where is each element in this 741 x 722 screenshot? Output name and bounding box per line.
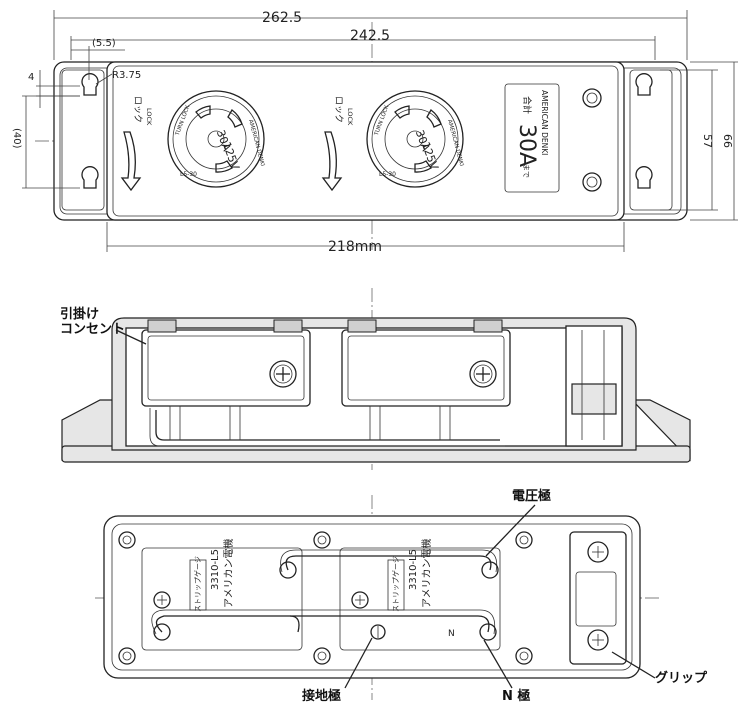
- side-receptacle-left: [141, 329, 311, 407]
- module-model: 3310-L5: [210, 549, 221, 590]
- grip: [569, 531, 627, 665]
- mounting-boss: [118, 531, 533, 665]
- dim-hole-offset: 4: [28, 72, 34, 83]
- callout-ground: 接地極: [302, 688, 341, 704]
- dim-inner-height: 57: [701, 134, 714, 148]
- dim-outer-height: 66: [721, 134, 734, 148]
- receptacle-model-label: L5-30: [379, 171, 396, 178]
- screw: [269, 360, 497, 388]
- callout-voltage: 電圧極: [512, 488, 551, 504]
- rating-suffix: まで: [522, 164, 530, 178]
- lock-label-en: LOCK: [346, 108, 354, 126]
- lock-arrow-right: ロック LOCK: [321, 96, 354, 192]
- dim-mount: 242.5: [350, 28, 390, 44]
- main-body: [106, 61, 625, 221]
- module-left: 3310-L5 アメリカン電機 ストリップゲージ: [141, 539, 303, 651]
- lock-label-en: LOCK: [145, 108, 153, 126]
- dim-radius: R3.75: [112, 70, 141, 81]
- dim-overall: 262.5: [262, 10, 302, 26]
- module-strip: ストリップゲージ: [193, 556, 202, 612]
- module-maker: アメリカン電機: [222, 539, 235, 609]
- side-receptacle-right: [341, 329, 511, 407]
- rating-prefix: 合計: [521, 96, 533, 114]
- dimension-lines: 262.5 242.5 (5.5) R3.75 4 (40) 57: [11, 10, 738, 255]
- keyhole-mounting-hole: [81, 73, 653, 189]
- rating-value: 30A: [514, 124, 539, 167]
- brand-label: AMERICAN DENKI: [540, 90, 549, 155]
- rating-panel: 合計 30A まで AMERICAN DENKI: [504, 83, 560, 193]
- bottom-housing: [103, 515, 641, 679]
- dim-hole-pitch: (40): [11, 128, 22, 149]
- lock-label-jp: ロック: [333, 96, 344, 123]
- module-model: 3310-L5: [408, 549, 419, 590]
- callout-receptacle-line1: 引掛けコンセント: [60, 306, 125, 337]
- bottom-view: 3310-L5 アメリカン電機 ストリップゲージ 3310-L5 アメリカン電機…: [95, 488, 708, 704]
- neutral-wire: [290, 615, 490, 633]
- module-strip: ストリップゲージ: [391, 556, 400, 612]
- terminal-screw: [153, 561, 499, 641]
- callout-leader: [115, 329, 147, 345]
- callout-neutral: N 極: [502, 688, 530, 704]
- dim-body-width: 218mm: [328, 239, 382, 255]
- lock-label-jp: ロック: [132, 96, 143, 123]
- screw: [582, 88, 602, 192]
- module-mark-n: N: [448, 629, 455, 639]
- side-view: 引掛けコンセント: [60, 288, 691, 470]
- receptacle-model-label: L5-30: [180, 171, 197, 178]
- dim-offset: (5.5): [92, 38, 116, 49]
- lock-arrow-left: ロック LOCK: [120, 96, 153, 192]
- module-maker: アメリカン電機: [420, 539, 433, 609]
- top-view: 30A 125V L5-30 TURN LOCK AMERICAN DENKI …: [11, 10, 738, 255]
- callout-grip: グリップ: [655, 670, 708, 686]
